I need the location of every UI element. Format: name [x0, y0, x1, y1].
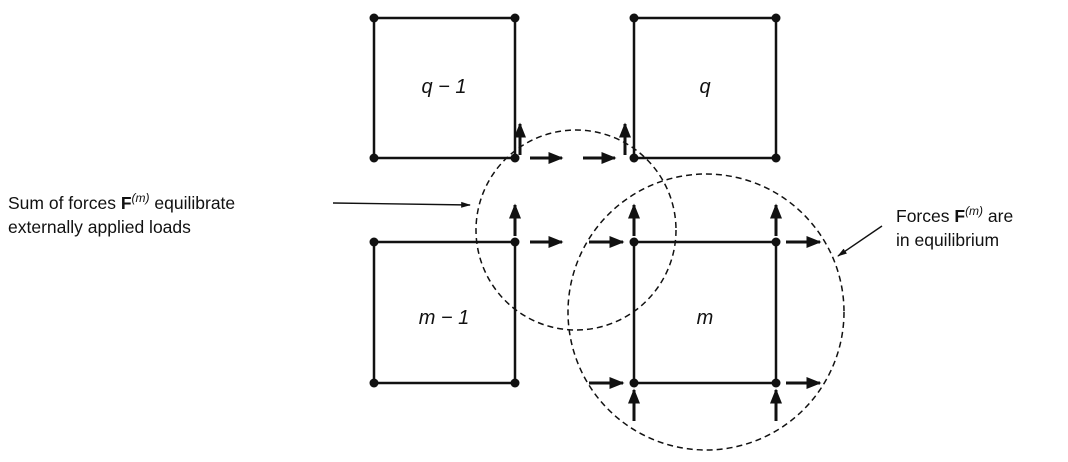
element-q: q: [629, 13, 781, 163]
element-label-m: m: [697, 307, 714, 329]
leader-line-left: [332, 201, 471, 208]
annotation-left-line2: externally applied loads: [8, 217, 191, 237]
leader-line-right: [837, 225, 883, 257]
element-label-q: q: [699, 76, 710, 98]
element-m-minus-1: m − 1: [369, 237, 520, 388]
annotation-right-line1: Forces F(m) are: [896, 204, 1013, 226]
element-q-minus-1: q − 1: [369, 13, 520, 163]
element-label-m-minus-1: m − 1: [419, 307, 470, 329]
element-m: m: [629, 237, 781, 388]
annotation-left-line1: Sum of forces F(m) equilibrate: [8, 191, 235, 213]
dashed-circle-element-m: [567, 173, 845, 451]
annotation-right-line2: in equilibrium: [896, 230, 999, 250]
force-arrows: [509, 122, 822, 421]
element-label-q-minus-1: q − 1: [421, 76, 466, 98]
dashed-circle-node: [475, 129, 677, 331]
